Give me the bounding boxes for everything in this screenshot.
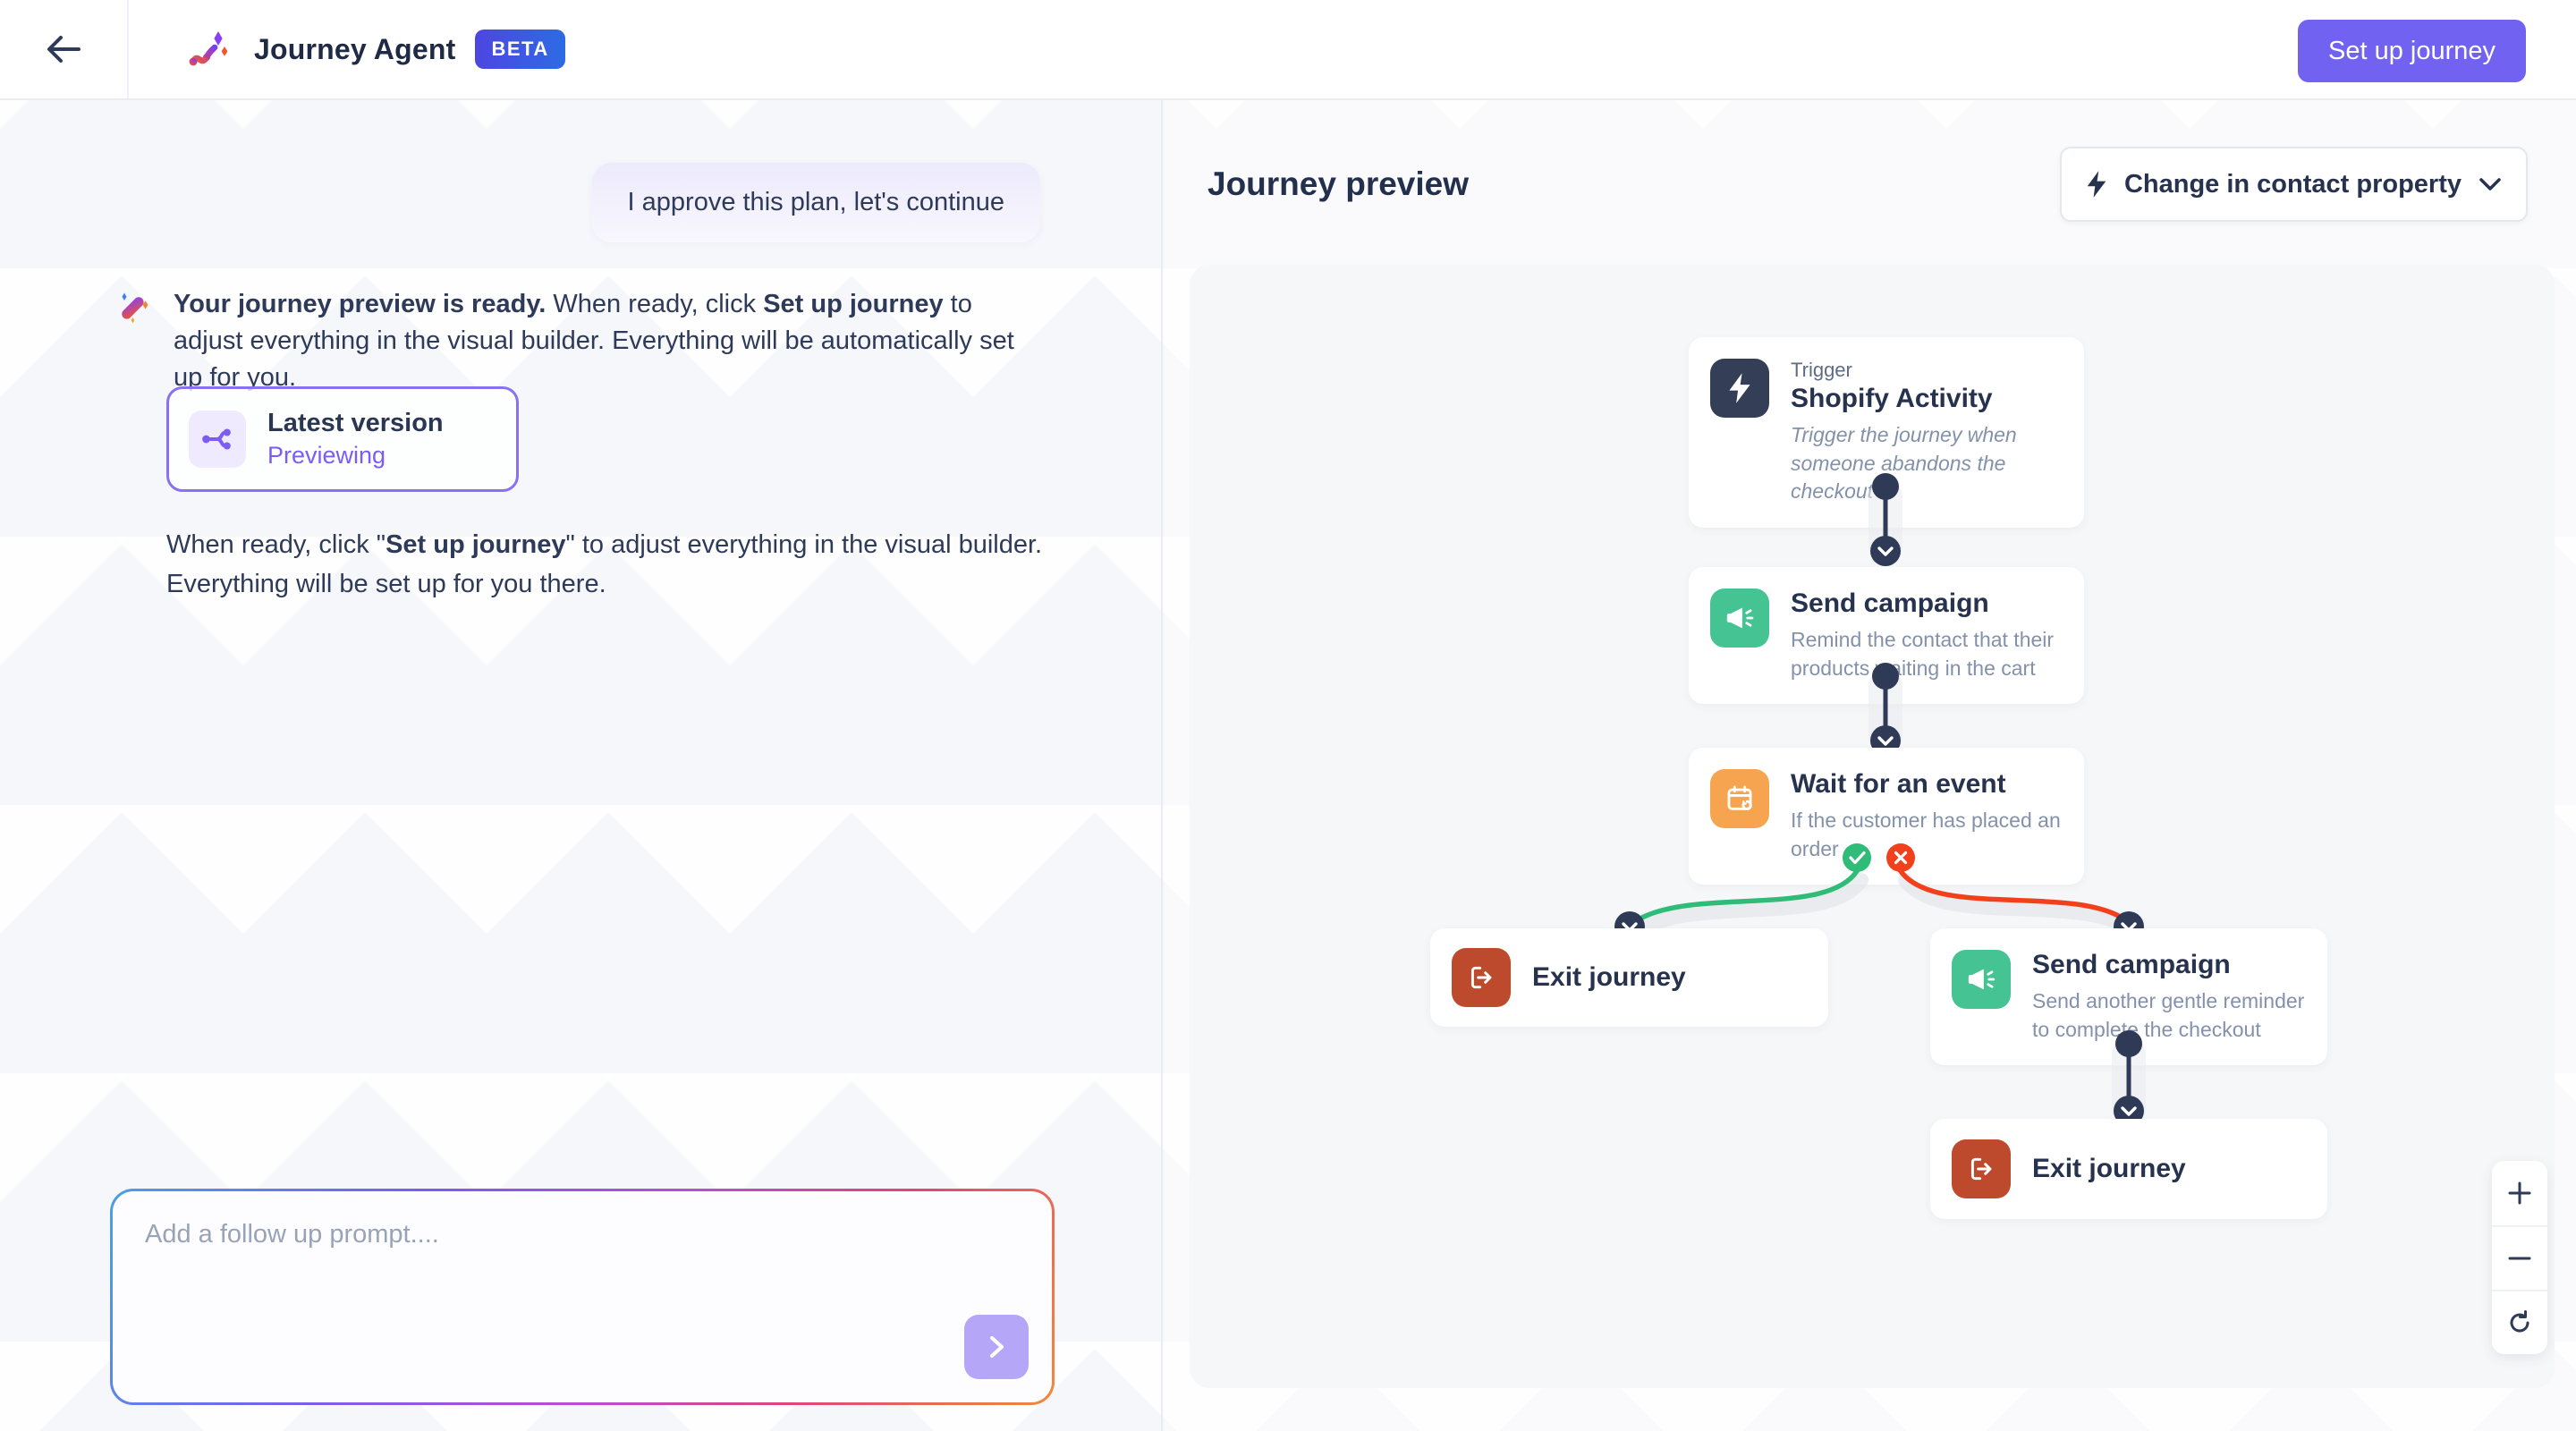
assistant-tail: to adjust everything in the visual build… — [174, 290, 1014, 393]
followup-note: When ready, click "Set up journey" to ad… — [166, 526, 1043, 604]
minus-icon — [2508, 1257, 2531, 1260]
assistant-message-text: Your journey preview is ready. When read… — [174, 286, 1045, 397]
node-wait-for-event[interactable]: Wait for an event If the customer has pl… — [1689, 748, 2084, 885]
assistant-message: Your journey preview is ready. When read… — [114, 286, 1045, 397]
node-exit-journey-bottom[interactable]: Exit journey — [1930, 1119, 2327, 1219]
assistant-mid: When ready, click — [546, 290, 764, 318]
beta-badge: BETA — [475, 30, 565, 69]
version-card-text: Latest version Previewing — [267, 409, 444, 470]
calendar-icon — [1710, 769, 1769, 828]
brand: Journey Agent BETA — [184, 24, 565, 74]
journey-agent-logo-icon — [189, 31, 228, 66]
node-title: Exit journey — [2032, 1154, 2186, 1183]
chat-panel: I approve this plan, let's continue Your — [0, 100, 1163, 1431]
user-message-bubble: I approve this plan, let's continue — [591, 163, 1040, 242]
trigger-type-dropdown[interactable]: Change in contact property — [2059, 147, 2528, 222]
node-send1-text: Send campaign Remind the contact that th… — [1791, 588, 2063, 682]
journey-preview-panel: Journey preview Change in contact proper… — [1165, 100, 2576, 1431]
back-arrow-icon — [47, 36, 80, 63]
magic-wand-icon — [114, 286, 154, 397]
chevron-down-icon — [2479, 178, 2501, 191]
preview-header: Journey preview Change in contact proper… — [1165, 100, 2576, 222]
node-trigger-shopify-activity[interactable]: Trigger Shopify Activity Trigger the jou… — [1689, 337, 2084, 529]
note-bold-action: Set up journey — [386, 530, 566, 559]
assistant-bold-action: Set up journey — [763, 290, 944, 318]
prompt-input-box — [110, 1189, 1055, 1405]
node-send2-text: Send campaign Send another gentle remind… — [2032, 950, 2306, 1044]
zoom-in-button[interactable] — [2492, 1161, 2547, 1225]
lightning-icon — [2087, 171, 2106, 198]
send-prompt-button[interactable] — [964, 1315, 1029, 1379]
megaphone-icon — [1710, 588, 1769, 648]
plus-icon — [2508, 1181, 2531, 1205]
assistant-bold-lead: Your journey preview is ready. — [174, 290, 547, 318]
node-send-campaign-2[interactable]: Send campaign Send another gentle remind… — [1930, 928, 2327, 1066]
back-rail — [0, 0, 129, 98]
note-seg2: " to adjust everything in the visual bui… — [166, 530, 1043, 598]
note-seg1: When ready, click " — [166, 530, 386, 559]
canvas-zoom-controls — [2492, 1161, 2547, 1354]
back-button[interactable] — [35, 21, 92, 78]
chevron-right-icon — [990, 1336, 1004, 1358]
trigger-dropdown-label: Change in contact property — [2123, 169, 2462, 199]
exit-icon — [1452, 948, 1511, 1007]
node-send-campaign-1[interactable]: Send campaign Remind the contact that th… — [1689, 567, 2084, 705]
node-title: Shopify Activity — [1791, 384, 1993, 413]
refresh-icon — [2510, 1310, 2529, 1333]
megaphone-icon — [1952, 950, 2011, 1009]
version-status: Previewing — [267, 442, 386, 469]
node-trigger-text: Trigger Shopify Activity Trigger the jou… — [1791, 359, 2063, 506]
latest-version-card[interactable]: Latest version Previewing — [166, 386, 519, 492]
journey-canvas: Trigger Shopify Activity Trigger the jou… — [1190, 265, 2555, 1388]
node-description: Send another gentle reminder to complete… — [2032, 989, 2305, 1041]
version-title: Latest version — [267, 409, 444, 437]
node-title: Exit journey — [1532, 962, 1686, 992]
top-header: Journey Agent BETA Set up journey — [0, 0, 2576, 100]
node-wait-text: Wait for an event If the customer has pl… — [1791, 769, 2063, 863]
node-description: If the customer has placed an order — [1791, 809, 2061, 860]
node-title: Send campaign — [1791, 588, 1989, 618]
set-up-journey-button[interactable]: Set up journey — [2297, 20, 2526, 82]
node-kind-label: Trigger — [1791, 359, 1852, 381]
exit-icon — [1952, 1139, 2011, 1198]
preview-title: Journey preview — [1208, 165, 1470, 202]
app-title: Journey Agent — [254, 32, 456, 65]
node-title: Wait for an event — [1791, 769, 2006, 799]
node-title: Send campaign — [2032, 950, 2231, 979]
refresh-button[interactable] — [2492, 1290, 2547, 1354]
lightning-icon — [1710, 359, 1769, 418]
prompt-input[interactable] — [113, 1191, 1052, 1402]
node-description: Remind the contact that their products w… — [1791, 628, 2055, 680]
version-branch-icon — [189, 411, 246, 468]
zoom-out-button[interactable] — [2492, 1225, 2547, 1290]
node-exit-journey-left[interactable]: Exit journey — [1430, 928, 1828, 1027]
node-description: Trigger the journey when someone abandon… — [1791, 423, 2017, 504]
